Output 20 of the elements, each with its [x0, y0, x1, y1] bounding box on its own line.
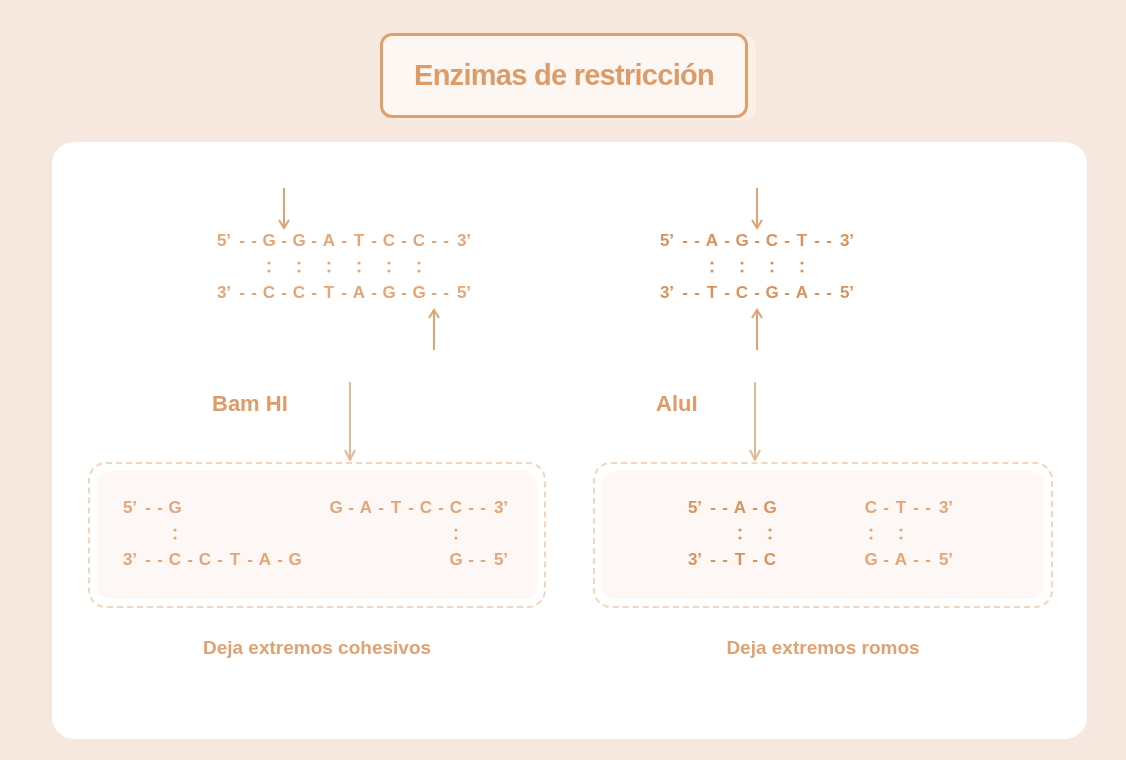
dna-strand: G - - 5’ [448, 549, 510, 572]
result-box [593, 462, 1053, 608]
dna-strand: 3’ - - T - C [686, 549, 778, 572]
edge-label: AluI [656, 390, 698, 418]
arrow [749, 381, 761, 461]
result-box [88, 462, 546, 608]
dna-strand: 5’ - - G - G - A - T - C - C - - 3’ [215, 230, 473, 253]
dna-strand: 3’ - - C - C - T - A - G - G - - 5’ [215, 282, 473, 305]
edge-label: Bam HI [212, 390, 288, 418]
dna-strand: G - A - T - C - C - - 3’ [328, 497, 510, 520]
dna-strand: 3’ - - T - C - G - A - - 5’ [658, 282, 856, 305]
arrow [344, 381, 356, 461]
dna-strand: 5’ - - G [121, 497, 183, 520]
dna-strand: C - T - - 3’ [863, 497, 955, 520]
node-label: Deja extremos cohesivos [201, 636, 433, 660]
dna-strand: G - A - - 5’ [863, 549, 955, 572]
dna-strand: 5’ - - A - G - C - T - - 3’ [658, 230, 856, 253]
dna-strand: 5’ - - A - G [686, 497, 778, 520]
dna-strand: 3’ - - C - C - T - A - G [121, 549, 303, 572]
node-label: Deja extremos romos [725, 636, 921, 660]
